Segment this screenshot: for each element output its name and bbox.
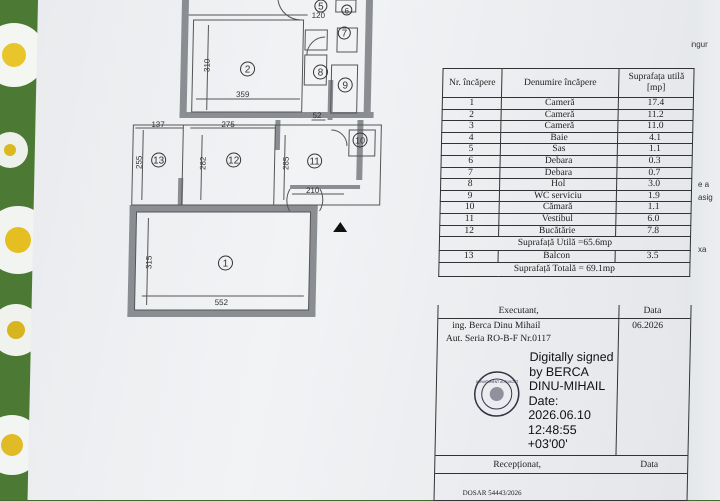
document-sheet: 120 359 275 137 255 282 285 52 210 315 5…: [27, 0, 695, 501]
dim-label: 310: [202, 58, 211, 72]
dimension-labels: 120 359 275 137 255 282 285 52 210 315 5…: [134, 11, 326, 307]
side-text: e a: [698, 180, 710, 189]
authorization-number: Aut. Seria RO-B-F Nr.0117: [445, 334, 551, 344]
header-area: Suprafața utilă [mp]: [618, 68, 695, 98]
dim-label: 210: [306, 186, 320, 195]
room-marker: 11: [307, 153, 323, 169]
room-marker: 12: [226, 152, 242, 168]
room-marker: 9: [337, 77, 353, 93]
room-markers: 5 7 6 2 8 9 10 13 12 11 1: [151, 0, 368, 271]
header-name: Denumire încăpere: [501, 68, 620, 98]
stamp-text: DEPARTAMENT AUTORIZAT: [476, 380, 519, 384]
digital-signature: Digitally signed by BERCA DINU-MIHAIL Da…: [527, 350, 614, 451]
room-marker: 2: [240, 61, 256, 77]
dim-label: 120: [312, 11, 326, 20]
executant-label: Executant,: [498, 306, 539, 316]
dim-label: 52: [312, 111, 322, 120]
daisy-icon: [0, 132, 28, 168]
room-area-table: Nr. încăpere Denumire încăpere Suprafața…: [438, 68, 695, 277]
daisy-icon: [0, 23, 46, 87]
dim-label: 275: [221, 120, 235, 129]
room-marker: 10: [352, 132, 368, 148]
dossier-number: DOSAR 54443/2026: [462, 489, 522, 497]
svg-text:5: 5: [318, 2, 324, 13]
date-value: 06.2026: [632, 321, 664, 331]
date-label: Data: [643, 306, 662, 316]
room-marker: 13: [151, 152, 167, 168]
svg-text:12: 12: [228, 156, 240, 167]
useful-total-row: Suprafață Utilă =65.6mp: [439, 236, 691, 251]
svg-text:13: 13: [153, 156, 165, 167]
grand-total-row: Suprafață Totală = 69.1mp: [438, 262, 691, 277]
dim-label: 282: [198, 156, 207, 170]
svg-text:10: 10: [355, 136, 365, 146]
received-date-label: Data: [640, 460, 659, 470]
room-marker: 8: [312, 64, 328, 80]
dim-label: 552: [215, 298, 229, 307]
side-text: ingur: [690, 40, 708, 49]
room-marker: 6: [341, 4, 353, 16]
side-text: xa: [698, 245, 707, 254]
svg-text:8: 8: [318, 68, 324, 79]
room-marker: 1: [217, 255, 233, 271]
dim-label: 285: [281, 156, 290, 170]
floor-plan: 120 359 275 137 255 282 285 52 210 315 5…: [127, 0, 382, 317]
entrance-arrow-icon: [333, 222, 348, 232]
room-marker: 5: [314, 0, 328, 13]
table-header-row: Nr. încăpere Denumire încăpere Suprafața…: [442, 68, 695, 98]
dim-label: 137: [151, 120, 165, 129]
svg-text:2: 2: [245, 65, 251, 76]
dim-label: 255: [134, 155, 143, 169]
engineer-stamp: DEPARTAMENT AUTORIZAT: [473, 371, 520, 417]
engineer-name: ing. Berca Dinu Mihail: [452, 321, 541, 331]
dim-label: 359: [236, 90, 250, 99]
svg-text:7: 7: [341, 29, 347, 40]
header-nr: Nr. încăpere: [442, 68, 503, 98]
room-marker: 7: [337, 26, 351, 40]
signature-block: Executant, Data ing. Berca Dinu Mihail A…: [433, 305, 692, 501]
received-label: Recepționat,: [493, 460, 542, 470]
side-text: asig: [698, 193, 713, 202]
svg-text:9: 9: [342, 81, 348, 92]
svg-text:11: 11: [309, 157, 320, 168]
svg-text:6: 6: [344, 7, 349, 16]
svg-text:1: 1: [223, 259, 229, 270]
dim-label: 315: [144, 255, 153, 269]
